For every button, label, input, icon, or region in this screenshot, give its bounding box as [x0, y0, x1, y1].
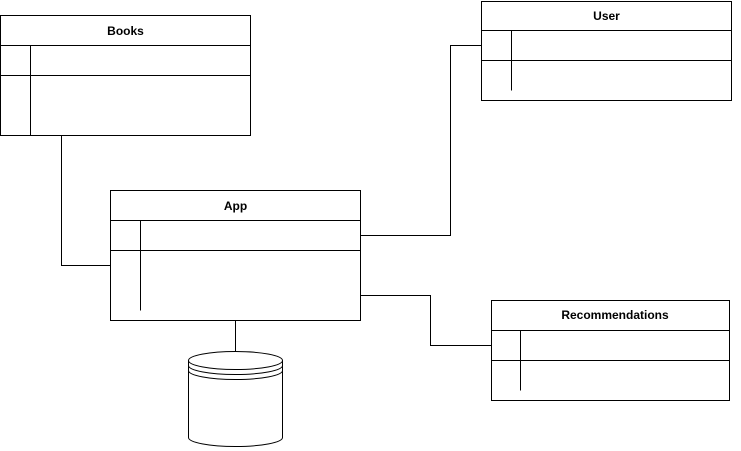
- user-box[interactable]: User: [481, 1, 732, 101]
- connector-books-app[interactable]: [61, 135, 111, 266]
- books-title: Books: [107, 24, 144, 38]
- connector-app-recommendations[interactable]: [360, 295, 492, 346]
- app-title: App: [224, 199, 247, 213]
- connector-app-user[interactable]: [360, 45, 482, 236]
- app-box[interactable]: App: [110, 190, 361, 321]
- database-icon[interactable]: [188, 351, 283, 447]
- recommendations-title: Recommendations: [561, 308, 669, 322]
- recommendations-box[interactable]: Recommendations: [491, 300, 730, 401]
- connectors: [61, 45, 492, 352]
- user-title: User: [593, 9, 620, 23]
- books-box[interactable]: Books: [0, 15, 251, 136]
